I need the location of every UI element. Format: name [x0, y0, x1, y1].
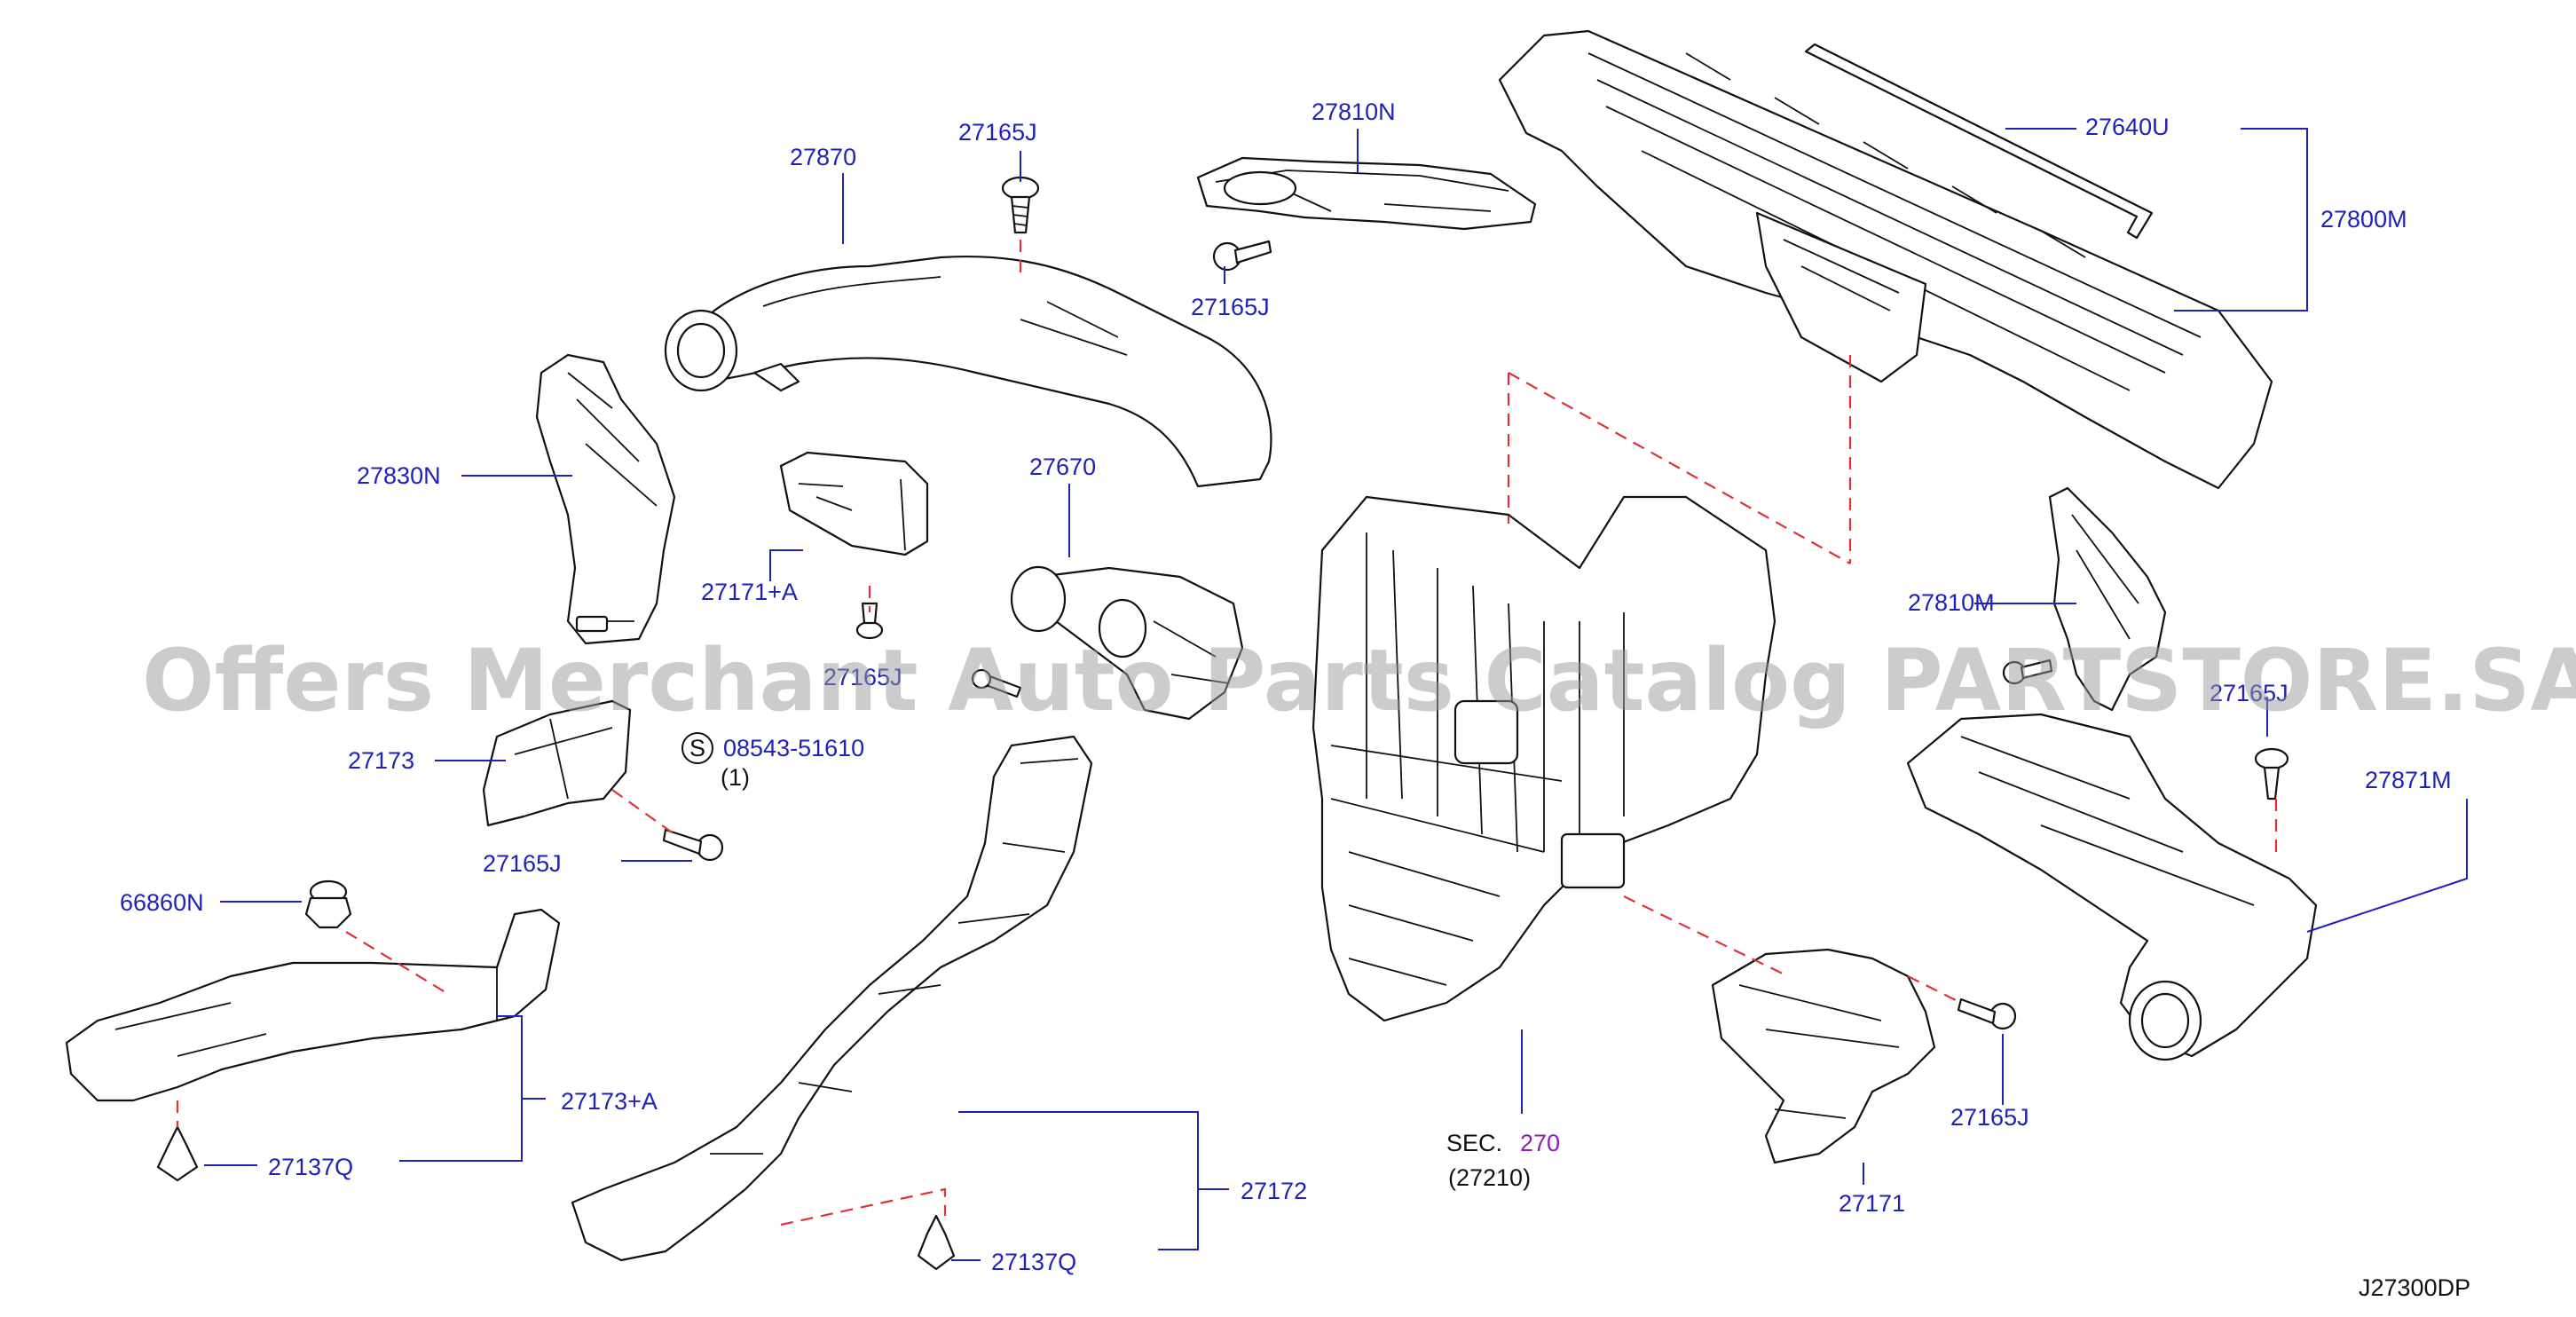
- label-27810M[interactable]: 27810M: [1908, 589, 1995, 616]
- label-27171[interactable]: 27171: [1839, 1190, 1905, 1217]
- label-27137Q-bottom[interactable]: 27137Q: [991, 1249, 1076, 1275]
- duct-27871M-illustration: [1906, 713, 2318, 1061]
- watermark: Offers Merchant Auto Parts Catalog PARTS…: [142, 631, 2576, 730]
- label-27870[interactable]: 27870: [790, 144, 856, 170]
- label-27171A[interactable]: 27171+A: [701, 579, 798, 605]
- label-27165J-lower-right[interactable]: 27165J: [1950, 1104, 2029, 1131]
- diagram-code: J27300DP: [2359, 1274, 2470, 1301]
- label-27871M[interactable]: 27871M: [2365, 767, 2452, 793]
- duct-27173A-illustration: [65, 908, 561, 1102]
- label-27810N[interactable]: 27810N: [1312, 99, 1396, 125]
- screw-27165J-top-illustration: [1001, 176, 1040, 234]
- duct-27173-illustration: [482, 699, 632, 827]
- screw-27165J-left-illustration: [662, 828, 724, 862]
- label-27172[interactable]: 27172: [1241, 1178, 1307, 1204]
- section-part-ref: (27210): [1448, 1164, 1531, 1191]
- bracket-27810N-illustration: [1196, 156, 1537, 231]
- duct-27800M-illustration: [1498, 29, 2273, 490]
- clip-66860N-illustration: [304, 879, 352, 929]
- screw-27165J-far-right-illustration: [2254, 747, 2289, 800]
- duct-27830N-illustration: [535, 353, 676, 645]
- leader-lines: [204, 128, 2468, 1261]
- duct-27172-illustration: [571, 735, 1093, 1262]
- label-66860N[interactable]: 66860N: [120, 889, 204, 916]
- section-prefix: SEC.: [1446, 1130, 1502, 1156]
- label-27165J-right[interactable]: 27165J: [2210, 680, 2288, 706]
- duct-27870-illustration: [664, 255, 1272, 488]
- label-27173A[interactable]: 27173+A: [561, 1088, 658, 1115]
- label-27640U[interactable]: 27640U: [2085, 114, 2170, 140]
- label-08543-qty: (1): [721, 764, 750, 791]
- clip-27137Q-left-illustration: [156, 1125, 199, 1182]
- label-27165J-upper[interactable]: 27165J: [1191, 294, 1270, 320]
- screw-27165J-upper-illustration: [1212, 240, 1272, 272]
- dashed-guides: [176, 240, 2278, 1226]
- label-27165J-top[interactable]: 27165J: [958, 119, 1037, 146]
- label-27137Q-left[interactable]: 27137Q: [268, 1154, 353, 1180]
- label-27800M[interactable]: 27800M: [2320, 206, 2407, 233]
- label-27670[interactable]: 27670: [1029, 453, 1096, 480]
- duct-27670-illustration: [1010, 565, 1244, 721]
- screw-08543-label[interactable]: S 08543-51610 (1): [681, 732, 864, 791]
- screw-08543-illustration: [971, 668, 1022, 698]
- s-mark-circle: [681, 732, 713, 764]
- clip-27137Q-bottom-illustration: [917, 1214, 956, 1271]
- bracket-27810M-illustration: [2048, 486, 2167, 712]
- duct-27171-illustration: [1711, 948, 1936, 1164]
- screw-27165J-right-illustration: [2002, 658, 2053, 685]
- screw-27165J-mid-illustration: [855, 602, 884, 640]
- heater-unit-illustration: [1312, 495, 1776, 1022]
- section-reference[interactable]: SEC. 270 (27210): [1446, 1130, 1560, 1191]
- screw-27165J-lower-right-illustration: [1957, 998, 2017, 1030]
- label-27173[interactable]: 27173: [348, 747, 414, 774]
- section-number[interactable]: 270: [1520, 1130, 1560, 1156]
- s-mark: S: [689, 735, 705, 761]
- label-27165J-mid[interactable]: 27165J: [823, 664, 902, 690]
- part-labels: 27870 27165J 27810N 27165J 27640U 27800M…: [120, 99, 2470, 1301]
- label-27165J-left[interactable]: 27165J: [483, 850, 562, 877]
- label-27830N[interactable]: 27830N: [357, 462, 441, 489]
- label-08543-51610[interactable]: 08543-51610: [723, 735, 864, 761]
- duct-27171A-illustration: [779, 451, 929, 556]
- seal-27640U-illustration: [1804, 43, 2154, 240]
